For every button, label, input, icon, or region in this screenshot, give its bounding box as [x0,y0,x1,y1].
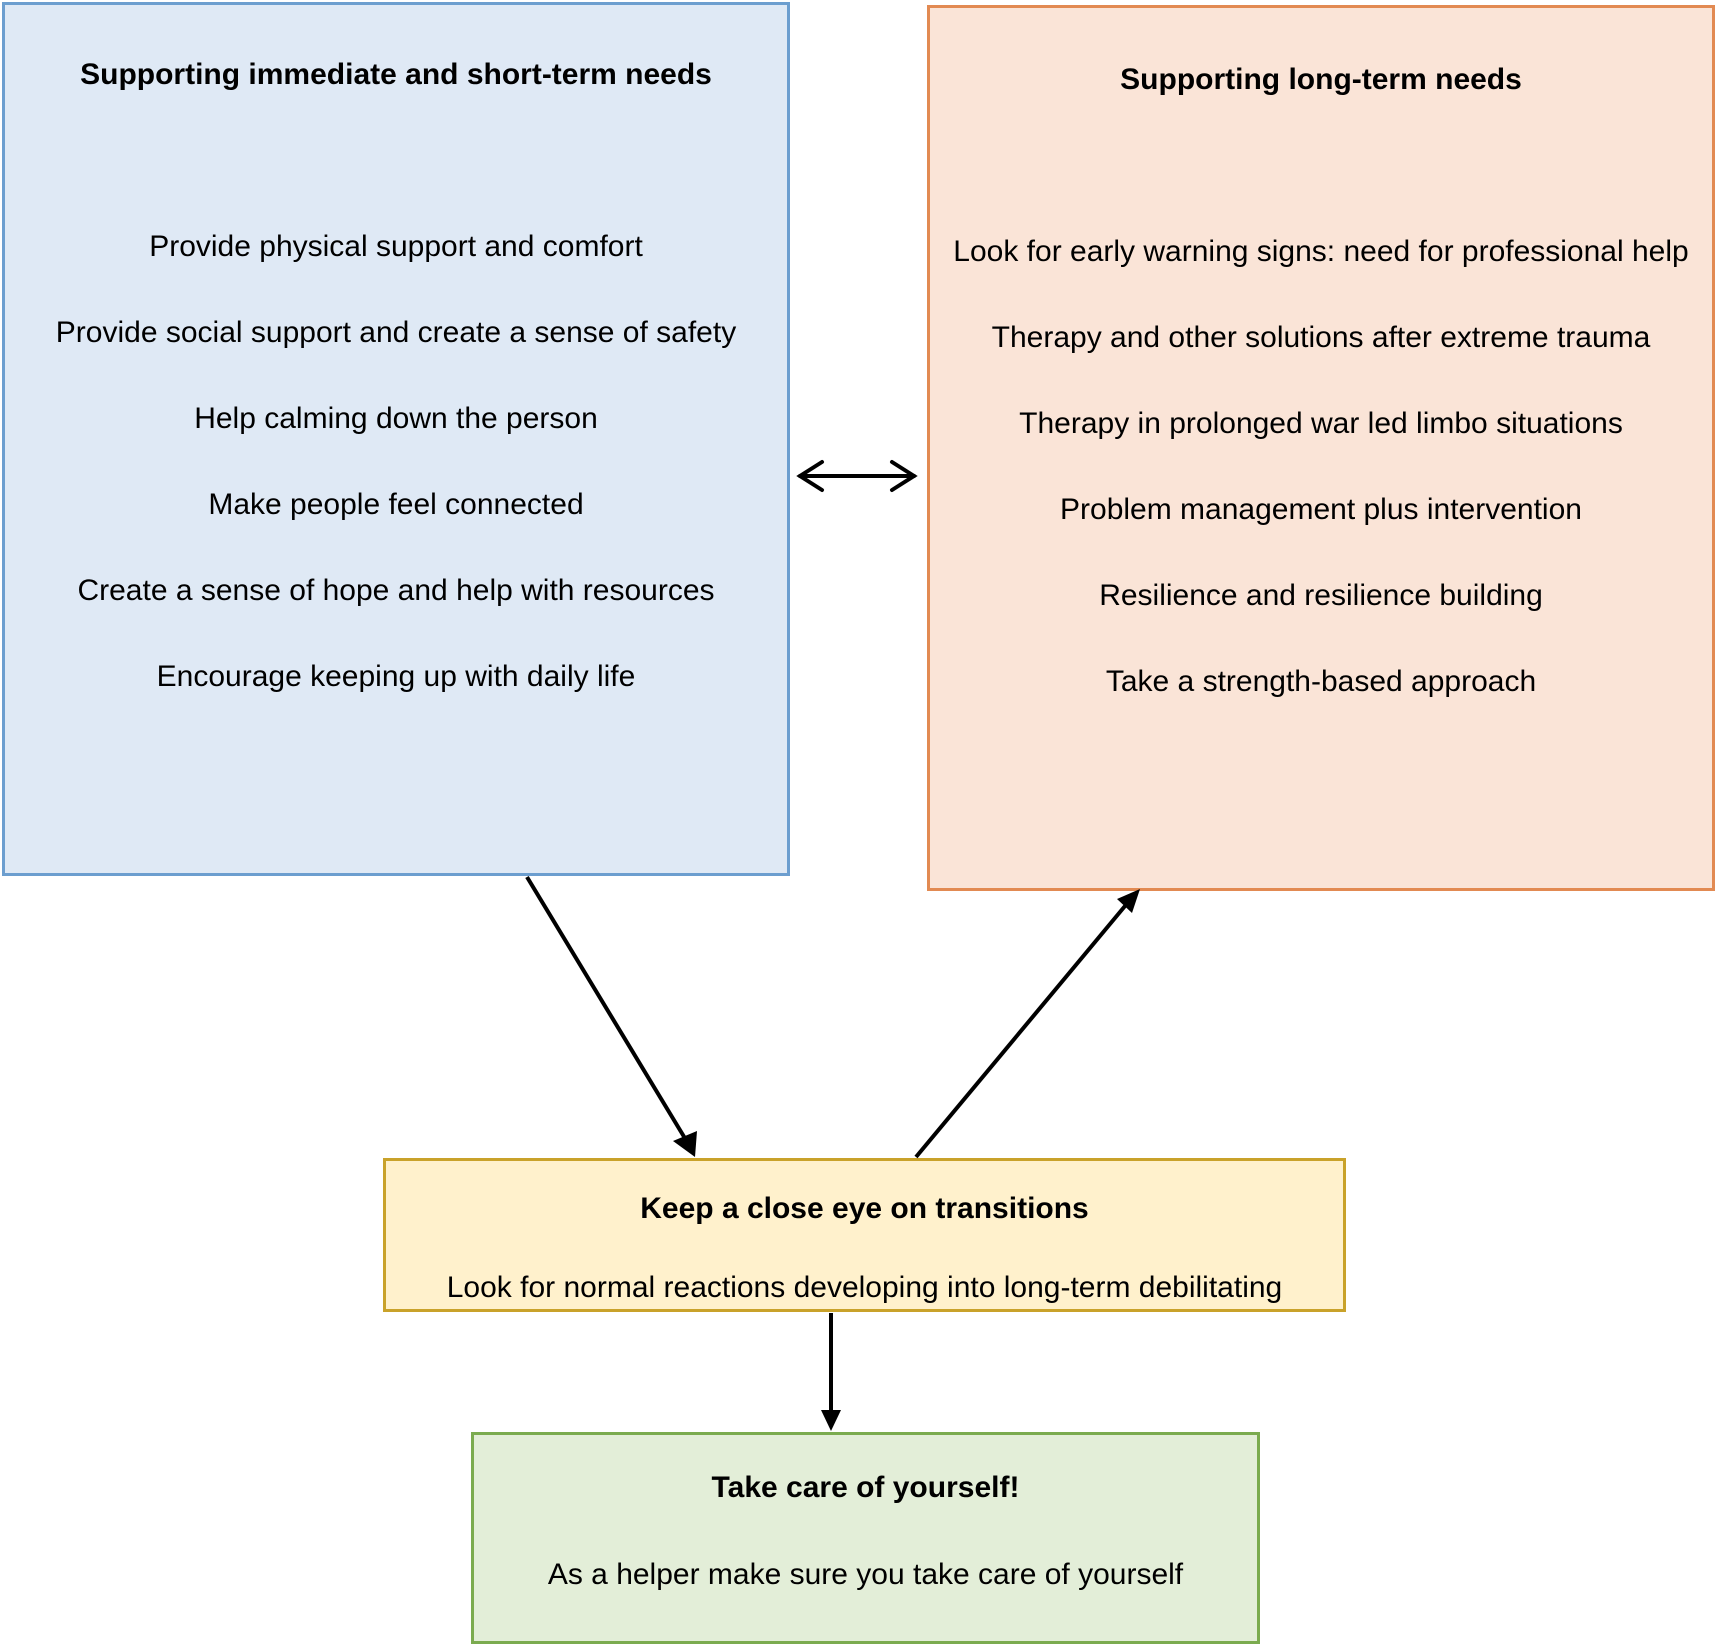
short-term-item: Make people feel connected [208,488,584,521]
short-term-item: Create a sense of hope and help with res… [77,574,715,607]
long-term-item: Look for early warning signs: need for p… [953,235,1689,268]
self-care-box: Take care of yourself! As a helper make … [471,1432,1260,1644]
long-term-item: Therapy in prolonged war led limbo situa… [1019,407,1623,440]
arrow-transitions-to-self-care [821,1313,841,1431]
long-term-needs-title: Supporting long-term needs [1120,63,1522,96]
transitions-text: Look for normal reactions developing int… [446,1271,1283,1304]
arrow-transitions-to-long [914,889,1140,1159]
arrow-short-to-transitions [525,875,697,1157]
long-term-item: Resilience and resilience building [1099,579,1543,612]
long-term-item: Take a strength-based approach [1105,665,1537,698]
self-care-title: Take care of yourself! [711,1471,1020,1504]
short-term-needs-title: Supporting immediate and short-term need… [80,58,712,91]
double-arrow-short-long [796,460,918,492]
transitions-box: Keep a close eye on transitions Look for… [383,1158,1346,1312]
long-term-needs-box: Supporting long-term needs Look for earl… [927,5,1715,891]
short-term-item: Help calming down the person [194,402,598,435]
short-term-item: Encourage keeping up with daily life [156,660,636,693]
short-term-needs-box: Supporting immediate and short-term need… [2,2,790,876]
self-care-text: As a helper make sure you take care of y… [547,1558,1184,1591]
long-term-needs-list: Look for early warning signs: need for p… [950,230,1692,746]
long-term-item: Problem management plus intervention [1060,493,1582,526]
short-term-item: Provide social support and create a sens… [55,316,737,349]
short-term-needs-list: Provide physical support and comfort Pro… [5,225,787,741]
long-term-item: Therapy and other solutions after extrem… [991,321,1651,354]
short-term-item: Provide physical support and comfort [149,230,643,263]
transitions-title: Keep a close eye on transitions [640,1192,1089,1225]
